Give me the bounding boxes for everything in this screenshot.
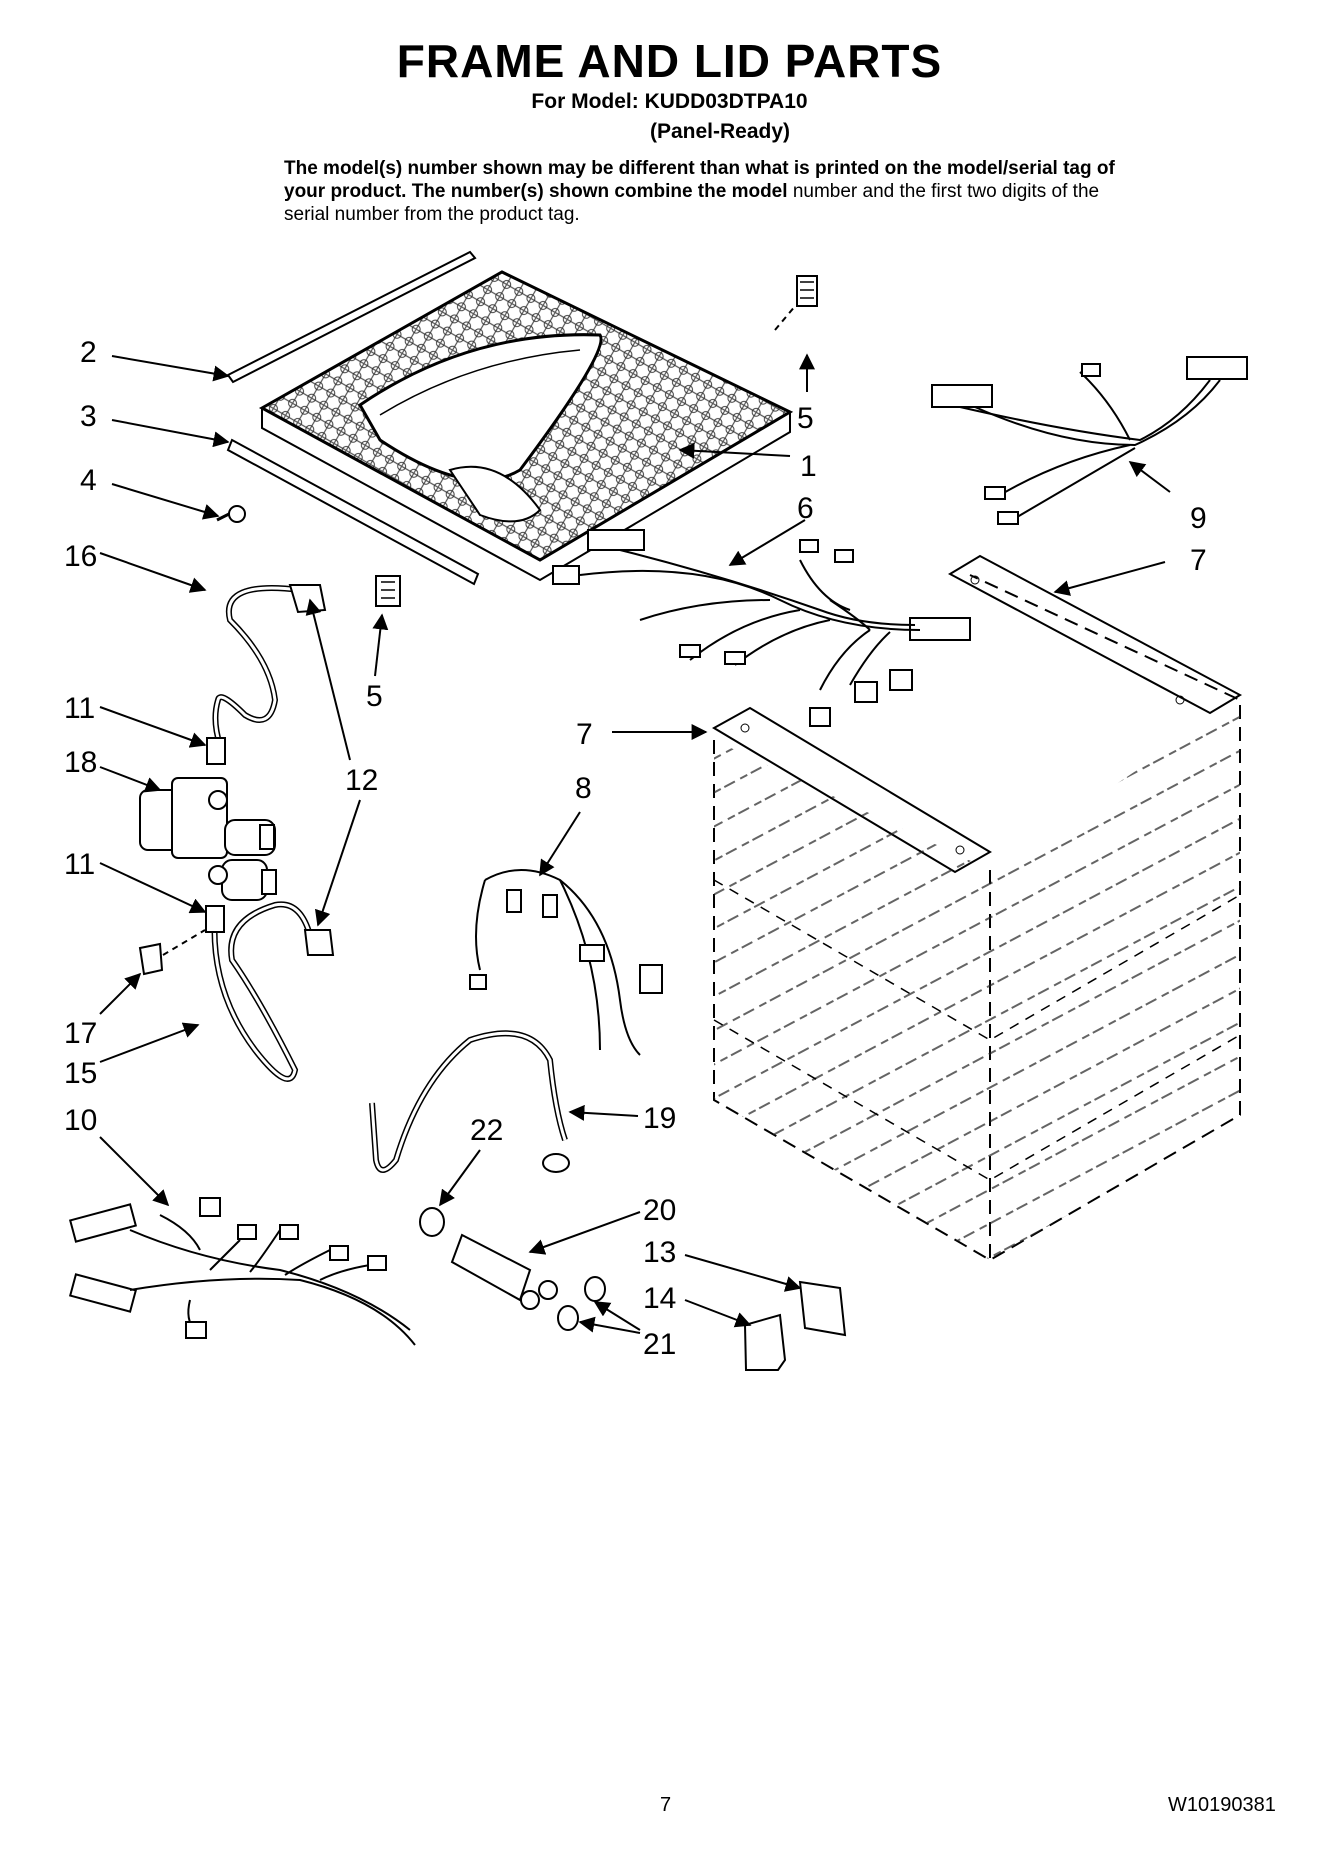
callout-11-bottom: 11 (64, 848, 95, 881)
part-19-drain-hose (369, 1030, 568, 1173)
callout-12: 12 (345, 764, 378, 797)
model-variant: (Panel-Ready) (650, 120, 791, 143)
frame-outline (713, 574, 1241, 1262)
part-14-cover (743, 1313, 787, 1371)
part-13-bracket (798, 1280, 847, 1337)
callout-21: 21 (643, 1328, 676, 1361)
part-10-harness (68, 1197, 416, 1346)
part-17-clip (138, 929, 206, 976)
part-2-strip (226, 250, 477, 384)
callout-16: 16 (64, 540, 97, 573)
page-title: FRAME AND LID PARTS (396, 35, 943, 87)
part-5-clip-lower (375, 575, 401, 607)
leader-lines (99, 353, 1171, 1334)
callout-19: 19 (643, 1102, 676, 1135)
callout-6: 6 (797, 492, 814, 525)
callout-15: 15 (64, 1057, 97, 1090)
callout-3: 3 (80, 400, 97, 433)
part-19-drain-hose-inner (370, 1031, 567, 1172)
part-8-harness (469, 869, 663, 1056)
callout-22: 22 (470, 1114, 503, 1147)
part-11-coupling-top (206, 737, 226, 765)
part-22-clamp (419, 1207, 445, 1237)
part-12-connector-bottom (303, 929, 335, 956)
model-number-note: The model(s) number shown may be differe… (284, 157, 1144, 226)
callout-9: 9 (1190, 502, 1207, 535)
part-18-valve (139, 777, 277, 901)
part-15-hose-inner (213, 902, 312, 1081)
model-line: For Model: KUDD03DTPA10 (531, 90, 808, 113)
note-regular-text: number and the first two digits of the s… (284, 181, 1100, 225)
callout-11-top: 11 (64, 692, 95, 725)
part-12-connector-top (288, 584, 327, 614)
part-16-hose-inner (213, 586, 301, 746)
callout-20: 20 (643, 1194, 676, 1227)
document-number: W10190381 (1168, 1794, 1276, 1816)
callout-5-lower: 5 (366, 680, 383, 713)
callout-labels: 1 2 3 4 5 5 6 7 7 8 9 10 11 11 12 13 14 … (64, 336, 1207, 1361)
callout-10: 10 (64, 1104, 97, 1137)
part-20-fitting (450, 1233, 558, 1310)
part-21-clamp-a (584, 1276, 606, 1302)
callout-17: 17 (64, 1017, 97, 1050)
page-number: 7 (660, 1794, 672, 1816)
callout-5-top: 5 (797, 402, 814, 435)
callout-4: 4 (80, 464, 97, 497)
callout-2: 2 (80, 336, 97, 369)
callout-18: 18 (64, 746, 97, 779)
callout-7-left: 7 (576, 718, 593, 751)
callout-1: 1 (800, 450, 817, 483)
part-1-lid (258, 270, 794, 582)
part-11-coupling-bottom (205, 905, 225, 933)
part-19-hose-end (542, 1153, 570, 1173)
callout-14: 14 (643, 1282, 676, 1315)
part-9-harness (931, 356, 1248, 525)
part-7-bracket-top (947, 554, 1243, 715)
callout-8: 8 (575, 772, 592, 805)
callout-13: 13 (643, 1236, 676, 1269)
part-6-harness (552, 529, 971, 727)
part-15-hose (211, 901, 313, 1082)
note-bold-text: The model(s) number shown may be differe… (284, 158, 1115, 202)
part-5-clip-top (774, 275, 818, 331)
part-4-screw (216, 505, 246, 523)
part-21-clamp-b (557, 1305, 579, 1331)
callout-7-right: 7 (1190, 544, 1207, 577)
